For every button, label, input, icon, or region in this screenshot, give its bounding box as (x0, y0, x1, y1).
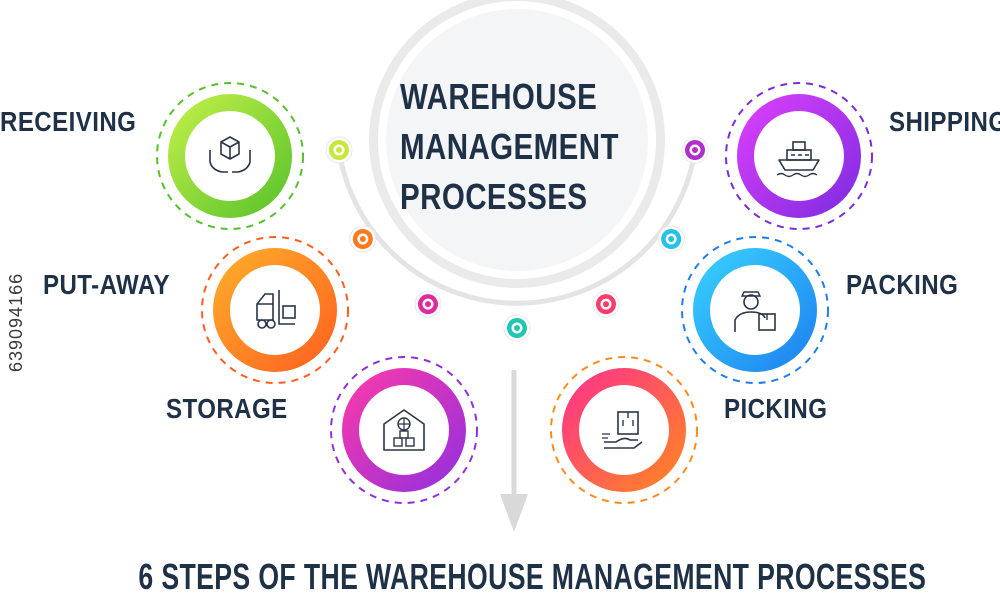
connector-arc (336, 149, 698, 306)
ring-inner (579, 385, 669, 475)
ship-icon (776, 141, 820, 178)
dashed-ring (725, 82, 873, 230)
dashed-ring (550, 356, 698, 504)
footer-title: 6 STEPS OF THE WAREHOUSE MANAGEMENT PROC… (138, 556, 927, 597)
dashed-ring (681, 236, 829, 384)
hands-box-icon (209, 136, 251, 173)
step-label-picking: PICKING (724, 393, 828, 424)
connector-dot (657, 225, 685, 253)
step-node-picking (550, 356, 698, 504)
connector-dot (681, 136, 709, 164)
ring-inner (710, 265, 800, 355)
step-label-put-away: PUT-AWAY (43, 269, 170, 300)
center-title-line-1: WAREHOUSE (400, 76, 598, 117)
footer: 6 STEPS OF THE WAREHOUSE MANAGEMENT PROC… (0, 556, 1000, 598)
dashed-ring (330, 356, 478, 504)
step-label-storage: STORAGE (166, 393, 288, 424)
connector-dot (592, 290, 620, 318)
step-label-receiving: RECEIVING (0, 106, 137, 137)
forklift-icon (256, 290, 296, 329)
dashed-ring (201, 236, 349, 384)
center-title: WAREHOUSE MANAGEMENT PROCESSES (400, 72, 619, 222)
ring-inner (230, 265, 320, 355)
ring-inner (754, 111, 844, 201)
step-node-shipping (725, 82, 873, 230)
step-node-packing (681, 236, 829, 384)
watermark-id: 639094166 (6, 272, 26, 372)
connector-dot (414, 290, 442, 318)
connector-dot (349, 225, 377, 253)
center-title-line-2: MANAGEMENT (400, 126, 619, 167)
down-arrow (500, 370, 528, 532)
delivery-worker-icon (734, 291, 776, 332)
center-title-line-3: PROCESSES (400, 176, 588, 217)
step-label-packing: PACKING (846, 269, 959, 300)
step-node-storage (330, 356, 478, 504)
hand-box-icon (602, 411, 643, 449)
step-node-receiving (156, 82, 304, 230)
connector-dot (503, 314, 531, 342)
step-label-shipping: SHIPPING (889, 106, 1000, 137)
connector-dot (325, 136, 353, 164)
step-node-put-away (201, 236, 349, 384)
warehouse-icon (383, 409, 425, 451)
center-circle (369, 0, 665, 288)
dashed-ring (156, 82, 304, 230)
